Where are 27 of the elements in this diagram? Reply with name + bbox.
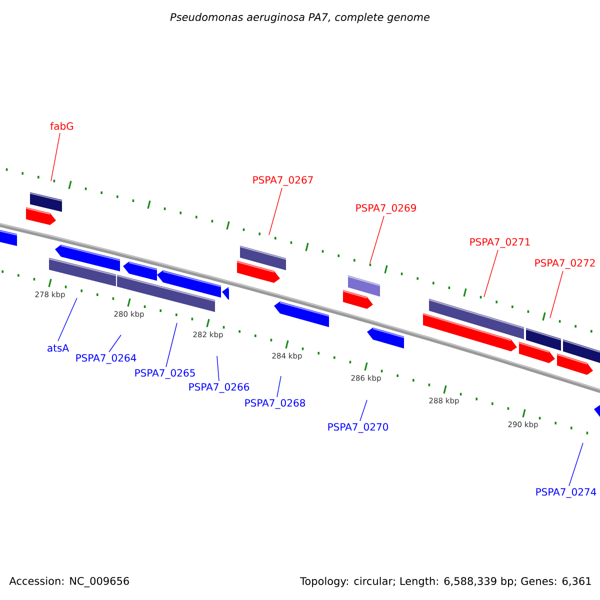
- leader-line: [108, 334, 122, 352]
- accession-text: Accession: NC_009656: [9, 576, 129, 588]
- gene-label: fabG: [50, 122, 74, 130]
- leader-line: [276, 376, 282, 398]
- gene-label: PSPA7_0271: [470, 238, 530, 248]
- leader-line: [550, 270, 564, 318]
- gene-label: PSPA7_0268: [245, 399, 306, 409]
- leader-line: [166, 322, 178, 368]
- gene-label: PSPA7_0274: [536, 488, 596, 498]
- title: Pseudomonas aeruginosa PA7, complete genome: [170, 12, 430, 24]
- leader-line: [216, 356, 220, 382]
- leader-line: [484, 250, 498, 298]
- genome-info-text: Topology: circular; Length: 6,588,339 bp; Genes: 6,361: [300, 576, 591, 588]
- leader-line: [50, 132, 60, 182]
- gene-label: PSPA7_0269: [356, 204, 416, 214]
- gene-label: PSPA7_0264: [76, 354, 136, 364]
- leader-line: [370, 216, 384, 264]
- gene-label: PSPA7_0270: [328, 423, 388, 433]
- leader-line: [58, 298, 78, 342]
- leader-line: [360, 400, 368, 422]
- leader-line: [568, 442, 584, 486]
- gene-label: atsA: [48, 344, 69, 352]
- gene-label: PSPA7_0267: [253, 176, 313, 186]
- gene-label: PSPA7_0265: [135, 369, 195, 379]
- leader-line: [268, 188, 282, 236]
- gene-label: PSPA7_0272: [535, 259, 595, 269]
- gene-label: PSPA7_0266: [189, 383, 250, 393]
